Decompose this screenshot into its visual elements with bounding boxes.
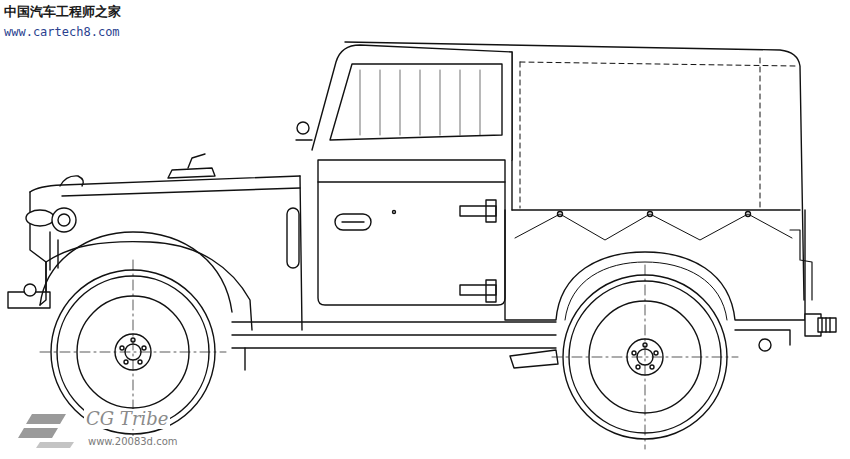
logo-text: CG Tribe (84, 409, 170, 429)
watermark-title: 中国汽车工程师之家 (4, 5, 121, 19)
watermark-url: www.cartech8.com (4, 26, 120, 39)
logo-url: www.20083d.com (86, 436, 180, 447)
